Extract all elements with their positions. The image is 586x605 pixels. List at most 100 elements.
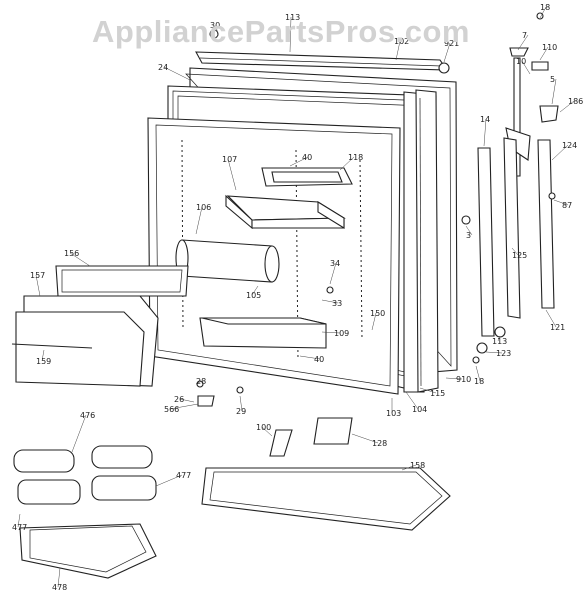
callout-leader bbox=[553, 199, 569, 206]
part-callout-157: 157 bbox=[30, 271, 45, 280]
part-callout-128: 128 bbox=[372, 439, 387, 448]
callout-leader bbox=[289, 156, 309, 167]
callout-leader bbox=[351, 433, 379, 444]
vertical-trim-14 bbox=[477, 147, 495, 337]
part-callout-150: 150 bbox=[370, 309, 385, 318]
watermark: AppliancePartsPros.com bbox=[92, 14, 470, 49]
vertical-trim-125 bbox=[503, 137, 521, 319]
lower-shelf bbox=[199, 317, 327, 349]
part-callout-186: 186 bbox=[568, 97, 583, 106]
part-callout-910: 910 bbox=[456, 375, 471, 384]
part-callout-478: 478 bbox=[52, 583, 67, 592]
callout-leader bbox=[57, 567, 61, 588]
part-callout-30: 30 bbox=[210, 21, 220, 30]
part-callout-102: 102 bbox=[394, 37, 409, 46]
part-callout-3: 3 bbox=[466, 231, 471, 240]
part-callout-477: 477 bbox=[12, 523, 27, 532]
part-callout-107: 107 bbox=[222, 155, 237, 164]
callout-leader bbox=[155, 474, 183, 487]
part-callout-121: 121 bbox=[550, 323, 565, 332]
callout-leader bbox=[539, 6, 547, 19]
part-callout-5: 5 bbox=[550, 75, 555, 84]
callout-leader bbox=[329, 262, 337, 285]
callout-leader bbox=[443, 42, 451, 63]
part-callout-921: 921 bbox=[444, 39, 459, 48]
callout-leader bbox=[445, 377, 463, 380]
callout-leader bbox=[163, 66, 191, 81]
part-callout-10: 10 bbox=[516, 57, 526, 66]
callout-leader bbox=[475, 365, 481, 382]
part-callout-109: 109 bbox=[334, 329, 349, 338]
part-callout-18: 18 bbox=[474, 377, 484, 386]
part-callout-100: 100 bbox=[256, 423, 271, 432]
part-callout-159: 159 bbox=[36, 357, 51, 366]
callout-leader bbox=[419, 387, 437, 394]
part-callout-477: 477 bbox=[176, 471, 191, 480]
callout-leader bbox=[401, 464, 417, 471]
callout-leader bbox=[195, 380, 203, 385]
part-callout-40: 40 bbox=[314, 355, 324, 364]
small-fittings bbox=[209, 12, 556, 364]
callout-leader bbox=[71, 414, 87, 453]
part-callout-110: 110 bbox=[542, 43, 557, 52]
part-callout-113: 113 bbox=[285, 13, 300, 22]
part-callout-566: 566 bbox=[164, 405, 179, 414]
part-callout-14: 14 bbox=[480, 115, 490, 124]
dairy-cylinder bbox=[175, 239, 280, 283]
part-callout-105: 105 bbox=[246, 291, 261, 300]
callout-leader bbox=[299, 355, 321, 360]
part-callout-104: 104 bbox=[412, 405, 427, 414]
callout-leader bbox=[179, 398, 195, 403]
part-callout-29: 29 bbox=[236, 407, 246, 416]
part-callout-106: 106 bbox=[196, 203, 211, 212]
small-hardware bbox=[196, 380, 244, 407]
callout-leader bbox=[69, 252, 91, 267]
part-callout-124: 124 bbox=[562, 141, 577, 150]
middle-shelf bbox=[225, 194, 346, 230]
hinge-cap bbox=[539, 105, 559, 123]
part-callout-33: 33 bbox=[332, 299, 342, 308]
part-callout-113: 113 bbox=[492, 337, 507, 346]
callout-leader bbox=[405, 391, 419, 410]
callout-leader bbox=[521, 60, 531, 75]
callout-leader bbox=[371, 312, 377, 331]
part-callout-103: 103 bbox=[386, 409, 401, 418]
part-callout-118: 118 bbox=[348, 153, 363, 162]
callout-leader bbox=[485, 351, 503, 354]
callout-leader bbox=[35, 274, 41, 297]
callout-leader bbox=[321, 331, 341, 334]
callout-leader bbox=[517, 34, 529, 51]
part-callout-125: 125 bbox=[512, 251, 527, 260]
part-callout-123: 123 bbox=[496, 349, 511, 358]
callout-leader bbox=[289, 16, 292, 53]
top-rail bbox=[195, 51, 449, 71]
vertical-trim-121 bbox=[537, 139, 555, 309]
callout-leader bbox=[339, 156, 355, 171]
crisper-drawer bbox=[11, 295, 159, 387]
callout-leader bbox=[17, 513, 21, 528]
part-callout-26: 26 bbox=[174, 395, 184, 404]
part-callout-156: 156 bbox=[64, 249, 79, 258]
callout-leader bbox=[539, 46, 549, 61]
callout-leader bbox=[195, 206, 203, 235]
callout-leader bbox=[215, 24, 219, 37]
crisper-cover bbox=[55, 265, 189, 297]
part-callout-115: 115 bbox=[430, 389, 445, 398]
part-callout-87: 87 bbox=[562, 201, 572, 210]
callout-leader bbox=[497, 335, 501, 342]
part-callout-476: 476 bbox=[80, 411, 95, 420]
door-bin-large bbox=[201, 467, 451, 531]
callout-leader bbox=[559, 100, 575, 113]
part-callout-158: 158 bbox=[410, 461, 425, 470]
egg-tray-pair-476 bbox=[13, 445, 153, 473]
part-callout-7: 7 bbox=[522, 31, 527, 40]
upper-shelf bbox=[261, 167, 353, 187]
callout-leader bbox=[511, 247, 519, 256]
callout-leader bbox=[239, 395, 243, 412]
callout-leader bbox=[551, 144, 569, 161]
part-callout-40: 40 bbox=[302, 153, 312, 162]
light-shield bbox=[313, 417, 353, 445]
callout-leader bbox=[545, 309, 557, 328]
